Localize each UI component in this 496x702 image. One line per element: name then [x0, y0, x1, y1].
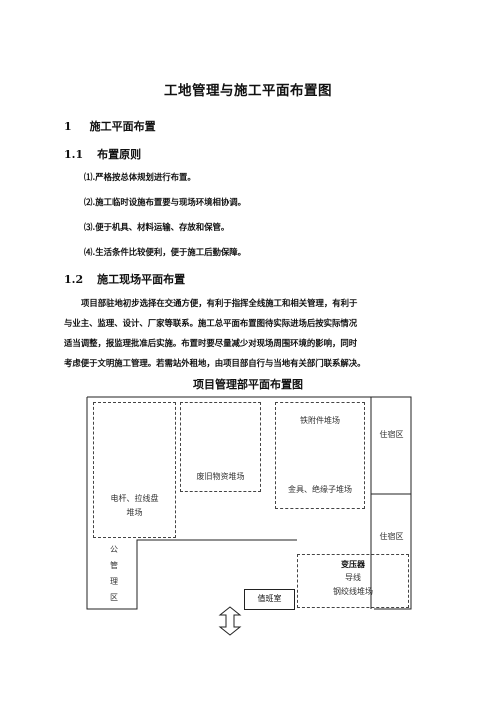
layout-paragraph: 项目部驻地初步选择在交通方便，有利于指挥全线施工和相关管理，有利于 与业主、监理… — [64, 293, 432, 373]
section-number: 1 — [64, 120, 72, 133]
waste-yard-label: 废旧物资堆场 — [196, 472, 245, 481]
duty-room-label: 值班室 — [257, 594, 282, 603]
dorm-bottom-label: 住宿区 — [379, 532, 404, 541]
iron-yard-label: 铁附件堆场 — [300, 416, 340, 425]
pole-yard-label: 电杆、拉线盘 堆场 — [110, 494, 159, 517]
entrance-double-arrow-icon — [218, 606, 242, 636]
section-1-2-heading: 1.2 施工现场平面布置 — [64, 271, 185, 287]
transformer-label: 变压器 — [341, 559, 365, 569]
section-1-1-heading: 1.1 布置原则 — [64, 146, 141, 162]
section-1-heading: 1 施工平面布置 — [64, 118, 156, 134]
principle-item-1: ⑴.严格按总体规划进行布置。 — [84, 172, 196, 182]
plan-title: 项目管理部平面布置图 — [193, 378, 303, 391]
paragraph-line: 与业主、监理、设计、厂家等联系。施工总平面布置图待实际进场后按实际情况 — [64, 318, 358, 328]
principle-item-2: ⑵.施工临时设施布置要与现场环境相协调。 — [84, 197, 247, 207]
paragraph-line: 考虑便于文明施工管理。若需站外租地，由项目部自行与当地有关部门联系解决。 — [64, 358, 366, 368]
floor-plan: 电杆、拉线盘 堆场 废旧物资堆场 铁附件堆场 金具、绝缘子堆场 住宿区 住宿区 … — [86, 396, 412, 610]
site-outline — [86, 396, 412, 610]
section-number: 1.2 — [64, 273, 84, 286]
paragraph-line: 适当调整，报监理批准后实施。布置时要尽量减少对现场周围环境的影响，同时 — [64, 338, 358, 348]
pole-yard-area: 电杆、拉线盘 堆场 — [93, 402, 176, 538]
office-area-label: 公 管 理 区 — [110, 545, 118, 602]
principle-item-3: ⑶.便于机具、材料运输、存放和保管。 — [84, 222, 230, 232]
paragraph-line: 项目部驻地初步选择在交通方便，有利于指挥全线施工和相关管理，有利于 — [81, 298, 358, 308]
section-title: 布置原则 — [97, 148, 142, 161]
fittings-yard-label: 金具、绝缘子堆场 — [288, 485, 352, 494]
duty-room: 值班室 — [244, 589, 295, 610]
transformer-wire-yard-area: 变压器 导线 钢绞线堆场 — [297, 554, 409, 608]
waste-yard-area: 废旧物资堆场 — [180, 402, 261, 492]
wire-label: 导线 — [345, 573, 361, 582]
steel-wire-label: 钢绞线堆场 — [333, 587, 373, 596]
page-title: 工地管理与施工平面布置图 — [164, 83, 332, 99]
section-title: 施工现场平面布置 — [97, 273, 186, 286]
principle-item-4: ⑷.生活条件比较便利，便于施工后勤保障。 — [84, 247, 247, 257]
iron-fittings-yard-area: 铁附件堆场 金具、绝缘子堆场 — [275, 402, 365, 509]
dorm-top-label: 住宿区 — [379, 430, 404, 439]
section-title: 施工平面布置 — [89, 120, 156, 133]
section-number: 1.1 — [64, 148, 84, 161]
